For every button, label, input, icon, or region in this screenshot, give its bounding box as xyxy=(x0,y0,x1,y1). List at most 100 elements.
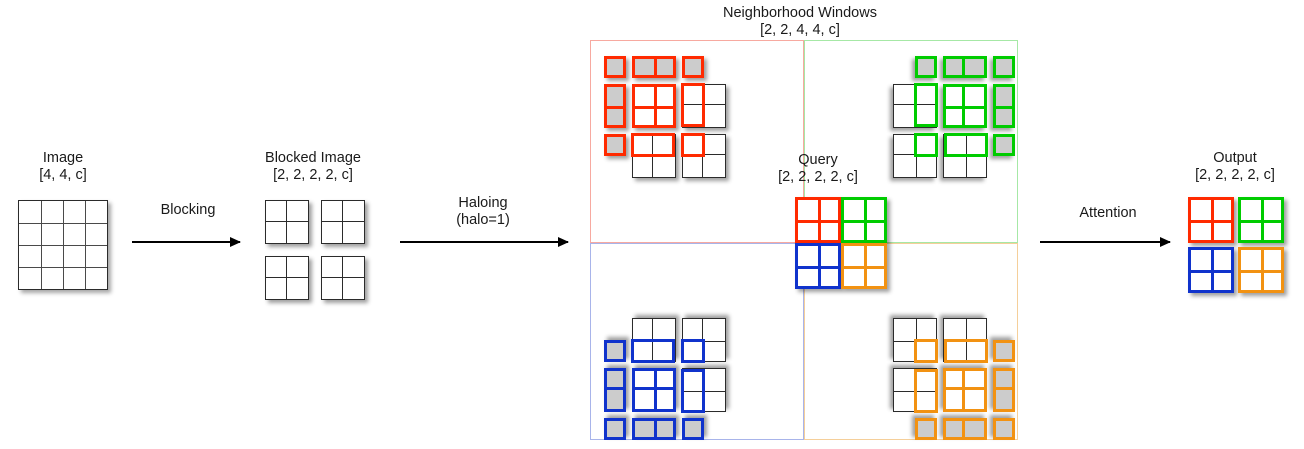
window-tile-mixed xyxy=(681,133,726,178)
tile-highlight-corner xyxy=(681,133,706,158)
image-grid xyxy=(18,200,108,290)
tile-highlight-left-col xyxy=(681,83,706,128)
blocked-tile xyxy=(321,200,365,244)
tile-vline xyxy=(285,201,287,243)
tile-hline xyxy=(322,220,364,222)
grid-line xyxy=(19,223,107,225)
tile-hline xyxy=(1191,270,1231,274)
blocking-arrow xyxy=(132,236,241,248)
tile-hline xyxy=(798,220,838,224)
query-tile-blue xyxy=(795,243,841,289)
tile-hline xyxy=(322,276,364,278)
query-shape: [2, 2, 2, 2, c] xyxy=(778,169,858,185)
halo-pad xyxy=(604,340,626,362)
output-tile-green xyxy=(1238,197,1284,243)
blocked-label-group: Blocked Image [2, 2, 2, 2, c] xyxy=(243,150,383,184)
image-shape: [4, 4, c] xyxy=(39,167,87,183)
tile-highlight-left-col xyxy=(913,83,938,128)
tile-highlight-top-row xyxy=(943,338,988,363)
halo-pad xyxy=(993,134,1015,156)
tile-highlight-corner xyxy=(913,133,938,158)
query-tile-orange xyxy=(841,243,887,289)
panel-top-right xyxy=(804,40,1018,243)
output-tile-red xyxy=(1188,197,1234,243)
query-tile-red xyxy=(795,197,841,243)
output-group xyxy=(1188,197,1284,293)
halo-pad xyxy=(993,84,1015,128)
halo-pad xyxy=(604,418,626,440)
window-tile-mixed xyxy=(631,133,676,178)
window-tile-red xyxy=(632,84,676,128)
neighborhood-orange xyxy=(855,300,1015,440)
tile-highlight-top-row xyxy=(631,133,676,158)
output-label-group: Output [2, 2, 2, 2, c] xyxy=(1170,150,1300,184)
tile-highlight-left-col xyxy=(913,368,938,413)
halo-pad xyxy=(604,134,626,156)
tile-highlight-corner xyxy=(913,338,938,363)
image-label-group: Image [4, 4, c] xyxy=(8,150,118,184)
window-tile-mixed xyxy=(893,368,938,413)
tile-hline xyxy=(946,106,984,109)
blocked-tile xyxy=(265,256,309,300)
halo-pad xyxy=(993,368,1015,412)
output-label: Output xyxy=(1213,150,1257,166)
tile-vline xyxy=(341,201,343,243)
tile-vline xyxy=(962,371,965,409)
attention-arrow xyxy=(1040,236,1171,248)
query-label: Query xyxy=(798,152,838,168)
tile-vline xyxy=(341,257,343,299)
blocked-tile xyxy=(321,256,365,300)
window-tile-mixed xyxy=(893,133,938,178)
halo-pad xyxy=(943,418,987,440)
query-group xyxy=(795,197,887,289)
tile-hline xyxy=(1241,220,1281,224)
window-tile-mixed xyxy=(893,83,938,128)
halo-pad xyxy=(915,56,937,78)
halo-pad xyxy=(915,418,937,440)
output-tile-blue xyxy=(1188,247,1234,293)
tile-hline xyxy=(635,387,673,390)
neighborhood-red xyxy=(604,56,764,196)
window-tile-blue xyxy=(632,368,676,412)
tile-hline xyxy=(635,106,673,109)
query-label-group: Query [2, 2, 2, 2, c] xyxy=(748,152,888,186)
haloing-label-text: Haloing xyxy=(458,195,508,211)
query-tile-green xyxy=(841,197,887,243)
output-tile-orange xyxy=(1238,247,1284,293)
tile-hline xyxy=(946,387,984,390)
grid-line xyxy=(19,267,107,269)
halo-pad xyxy=(632,56,676,78)
halo-pad xyxy=(682,418,704,440)
tile-vline xyxy=(285,257,287,299)
attention-label-text: Attention xyxy=(1079,205,1137,221)
halo-pad xyxy=(604,368,626,412)
halo-pad xyxy=(993,56,1015,78)
window-tile-mixed xyxy=(681,318,726,363)
panel-top-left xyxy=(590,40,804,243)
blocked-shape: [2, 2, 2, 2, c] xyxy=(273,167,353,183)
window-tile-mixed xyxy=(893,318,938,363)
blocking-label-text: Blocking xyxy=(160,202,216,218)
image-label: Image xyxy=(42,150,84,166)
window-tile-mixed xyxy=(943,133,988,178)
tile-hline xyxy=(266,276,308,278)
neighborhood-shape: [2, 2, 4, 4, c] xyxy=(760,22,840,38)
window-tile-mixed xyxy=(681,368,726,413)
window-tile-mixed xyxy=(943,318,988,363)
grid-line xyxy=(19,245,107,247)
neighborhood-label: Neighborhood Windows xyxy=(723,5,877,21)
tile-hline xyxy=(1241,270,1281,274)
output-shape: [2, 2, 2, 2, c] xyxy=(1195,167,1275,183)
tile-highlight-left-col xyxy=(681,368,706,413)
arrow-blocking-label: Blocking xyxy=(128,202,248,219)
tile-highlight-corner xyxy=(681,338,706,363)
blocked-image-group xyxy=(265,200,365,300)
haloing-arrow xyxy=(400,236,569,248)
tile-hline xyxy=(1191,220,1231,224)
halo-pad xyxy=(604,56,626,78)
halo-pad xyxy=(632,418,676,440)
neighborhood-blue xyxy=(604,300,764,440)
neighborhood-label-group: Neighborhood Windows [2, 2, 4, 4, c] xyxy=(680,5,920,39)
blocked-label: Blocked Image xyxy=(265,150,361,166)
halo-pad xyxy=(993,418,1015,440)
